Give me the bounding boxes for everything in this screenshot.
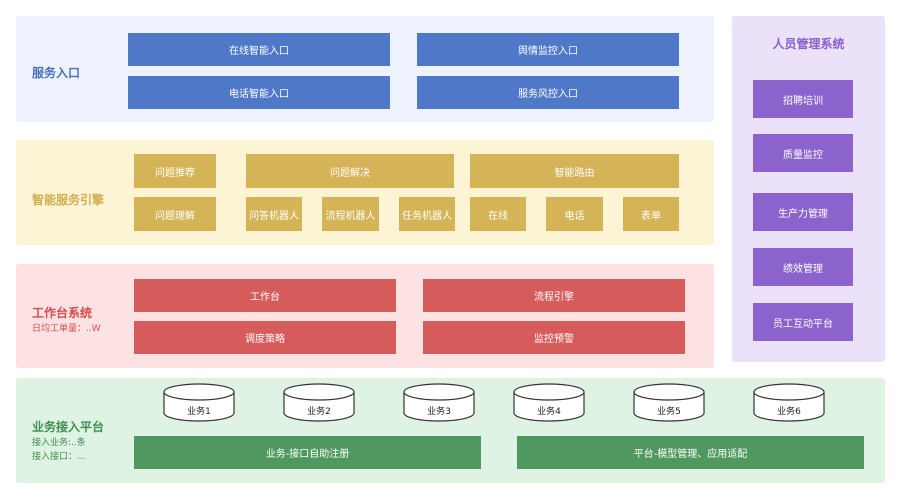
- task-robot[interactable]: 任务机器人: [399, 197, 455, 231]
- channel-form[interactable]: 表单: [623, 197, 679, 231]
- service-entry-title: 服务入口: [32, 66, 81, 80]
- performance-management[interactable]: 绩效管理: [753, 248, 853, 286]
- question-recommend[interactable]: 问题推荐: [134, 154, 216, 188]
- productivity-management[interactable]: 生产力管理: [753, 193, 853, 231]
- flow-engine-box[interactable]: 流程引擎: [423, 279, 685, 312]
- sentiment-monitor-entry[interactable]: 舆情监控入口: [417, 33, 679, 66]
- question-solve[interactable]: 问题解决: [246, 154, 454, 188]
- database-icon-1[interactable]: 业务1: [163, 383, 235, 423]
- business-title: 业务接入平台: [32, 420, 105, 434]
- database-label-1: 业务1: [187, 407, 211, 417]
- interface-self-register-bar[interactable]: 业务-接口自助注册: [134, 436, 481, 469]
- phone-smart-entry[interactable]: 电话智能入口: [128, 76, 390, 109]
- database-label-2: 业务2: [307, 407, 331, 417]
- database-label-4: 业务4: [537, 407, 561, 417]
- question-understand[interactable]: 问题理解: [134, 197, 216, 231]
- database-label-3: 业务3: [427, 407, 451, 417]
- database-label-5: 业务5: [657, 407, 681, 417]
- database-icon-3[interactable]: 业务3: [403, 383, 475, 423]
- smart-routing[interactable]: 智能路由: [470, 154, 679, 188]
- database-icon-2[interactable]: 业务2: [283, 383, 355, 423]
- workbench-subtitle: 日均工单量：..W: [32, 324, 101, 334]
- model-management-bar[interactable]: 平台-模型管理、应用适配: [517, 436, 864, 469]
- ai-engine-title: 智能服务引擎: [32, 193, 105, 207]
- workbench-box[interactable]: 工作台: [134, 279, 396, 312]
- database-label-6: 业务6: [777, 407, 801, 417]
- flow-robot[interactable]: 流程机器人: [322, 197, 379, 231]
- database-icon-5[interactable]: 业务5: [633, 383, 705, 423]
- monitor-alert-box[interactable]: 监控预警: [423, 321, 685, 354]
- workbench-title: 工作台系统: [32, 306, 93, 320]
- online-smart-entry[interactable]: 在线智能入口: [128, 33, 390, 66]
- qa-robot[interactable]: 问答机器人: [246, 197, 302, 231]
- risk-control-entry[interactable]: 服务风控入口: [417, 76, 679, 109]
- business-interface-count: 接入接口：...: [32, 452, 86, 462]
- dispatch-strategy-box[interactable]: 调度策略: [134, 321, 396, 354]
- channel-phone[interactable]: 电话: [546, 197, 603, 231]
- employee-interaction-platform[interactable]: 员工互动平台: [753, 303, 853, 341]
- database-icon-6[interactable]: 业务6: [753, 383, 825, 423]
- personnel-title: 人员管理系统: [772, 37, 845, 51]
- channel-online[interactable]: 在线: [470, 197, 526, 231]
- business-access-count: 接入业务:..条: [32, 438, 86, 448]
- recruit-training[interactable]: 招聘培训: [753, 80, 853, 118]
- database-icon-4[interactable]: 业务4: [513, 383, 585, 423]
- quality-monitor[interactable]: 质量监控: [753, 134, 853, 172]
